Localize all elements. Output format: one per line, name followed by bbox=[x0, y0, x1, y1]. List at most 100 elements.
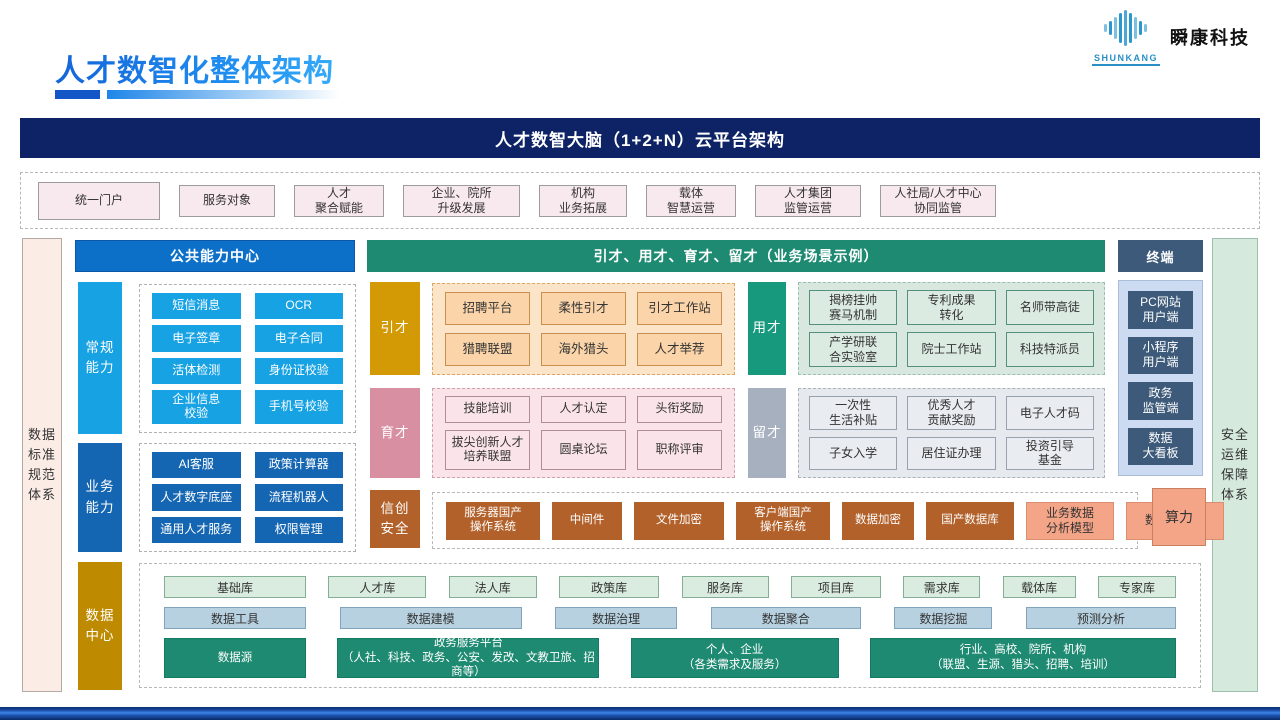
data-source-row: 数据源 政务服务平台 （人社、科技、政务、公安、发改、文教卫旅、招商等） 个人、… bbox=[164, 637, 1176, 678]
group-cultivate-talent: 技能培训 人才认定 头衔奖励 拔尖创新人才 培养联盟 圆桌论坛 职称评审 bbox=[432, 388, 735, 478]
scenario-item: 人才举荐 bbox=[637, 333, 722, 366]
database-item: 需求库 bbox=[903, 576, 981, 598]
capability-item: 通用人才服务 bbox=[152, 516, 241, 543]
header-scenario-examples: 引才、用才、育才、留才（业务场景示例） bbox=[367, 240, 1105, 272]
xinchuang-item: 业务数据 分析模型 bbox=[1026, 501, 1114, 540]
scenario-item: 揭榜挂帅 赛马机制 bbox=[809, 290, 898, 325]
data-source-item: 个人、企业 （各类需求及服务） bbox=[630, 638, 839, 678]
capability-item: 身份证校验 bbox=[254, 357, 343, 384]
service-box-org-expand: 机构 业务拓展 bbox=[539, 184, 627, 217]
scenario-item: 优秀人才 贡献奖励 bbox=[907, 396, 996, 430]
capability-item: 电子签章 bbox=[152, 325, 241, 352]
terminal-item: PC网站 用户端 bbox=[1128, 291, 1193, 329]
database-item: 服务库 bbox=[681, 576, 769, 598]
scenario-item: 院士工作站 bbox=[907, 332, 996, 367]
data-tool-item: 数据治理 bbox=[555, 607, 678, 629]
group-retain-talent: 一次性 生活补贴 优秀人才 贡献奖励 电子人才码 子女入学 居住证办理 投资引导… bbox=[798, 388, 1105, 478]
data-source-item: 行业、高校、院所、机构 （联盟、生源、猎头、招聘、培训） bbox=[869, 638, 1176, 678]
group-xinchuang-security: 服务器国产 操作系统 中间件 文件加密 客户端国产 操作系统 数据加密 国产数据… bbox=[432, 492, 1224, 549]
xinchuang-item: 客户端国产 操作系统 bbox=[736, 501, 830, 540]
scenario-item: 拔尖创新人才 培养联盟 bbox=[445, 429, 530, 470]
data-tool-item: 数据工具 bbox=[164, 607, 306, 629]
scenario-item: 一次性 生活补贴 bbox=[809, 396, 898, 430]
label-business-capability: 业务 能力 bbox=[78, 443, 122, 552]
service-box-enterprise-upgrade: 企业、院所 升级发展 bbox=[403, 184, 520, 217]
label-data-center: 数据 中心 bbox=[78, 562, 122, 690]
scenario-item: 电子人才码 bbox=[1005, 396, 1094, 430]
service-box-carrier-ops: 载体 智慧运营 bbox=[646, 184, 736, 217]
group-business-capability: AI客服 政策计算器 人才数字底座 流程机器人 通用人才服务 权限管理 bbox=[139, 443, 356, 552]
scenario-item: 头衔奖励 bbox=[637, 396, 722, 423]
data-tool-item: 数据挖掘 bbox=[894, 607, 993, 629]
scenario-item: 投资引导 基金 bbox=[1005, 436, 1094, 470]
page-title: 人才数智化整体架构 bbox=[55, 46, 334, 90]
xinchuang-item: 数据加密 bbox=[842, 501, 914, 540]
capability-item: 活体检测 bbox=[152, 357, 241, 384]
scenario-item: 柔性引才 bbox=[541, 292, 626, 325]
data-tool-item: 预测分析 bbox=[1025, 607, 1176, 629]
scenario-item: 子女入学 bbox=[809, 436, 898, 470]
group-attract-talent: 招聘平台 柔性引才 引才工作站 猎聘联盟 海外猎头 人才举荐 bbox=[432, 283, 735, 375]
scenario-item: 圆桌论坛 bbox=[541, 429, 626, 470]
data-source-item: 数据源 bbox=[164, 638, 306, 678]
service-box-group-supervision: 人才集团 监管运营 bbox=[755, 184, 861, 217]
bottom-gradient-bar bbox=[0, 707, 1280, 720]
xinchuang-item: 中间件 bbox=[552, 501, 622, 540]
terminal-panel: PC网站 用户端 小程序 用户端 政务 监管端 数据 大看板 bbox=[1118, 280, 1203, 476]
capability-item: 人才数字底座 bbox=[152, 484, 241, 511]
capability-item: 权限管理 bbox=[254, 516, 343, 543]
header-terminal: 终端 bbox=[1118, 240, 1203, 272]
scenario-item: 居住证办理 bbox=[907, 436, 996, 470]
scenario-item: 专利成果 转化 bbox=[907, 290, 996, 325]
capability-item: 政策计算器 bbox=[254, 452, 343, 479]
capability-item: 企业信息 校验 bbox=[152, 389, 241, 424]
database-item: 基础库 bbox=[164, 576, 306, 598]
terminal-item: 数据 大看板 bbox=[1128, 427, 1193, 465]
scenario-item: 职称评审 bbox=[637, 429, 722, 470]
logo-name-en: SHUNKANG bbox=[1092, 53, 1161, 66]
service-box-talent-empower: 人才 聚合赋能 bbox=[294, 184, 384, 217]
data-source-item: 政务服务平台 （人社、科技、政务、公安、发改、文教卫旅、招商等） bbox=[337, 637, 600, 678]
compute-power-box: 算力 bbox=[1152, 488, 1206, 546]
service-box-unified-portal: 统一门户 bbox=[38, 181, 160, 220]
soundwave-logo-icon bbox=[1102, 8, 1150, 53]
title-underline-gradient bbox=[107, 90, 352, 99]
service-box-bureau-supervision: 人社局/人才中心 协同监管 bbox=[880, 184, 996, 217]
capability-item: 短信消息 bbox=[152, 293, 241, 320]
group-regular-capability: 短信消息 OCR 电子签章 电子合同 活体检测 身份证校验 企业信息 校验 手机… bbox=[139, 284, 356, 433]
service-objects-row: 统一门户 服务对象 人才 聚合赋能 企业、院所 升级发展 机构 业务拓展 载体 … bbox=[20, 172, 1260, 229]
terminal-item: 小程序 用户端 bbox=[1128, 336, 1193, 374]
banner-title: 人才数智大脑（1+2+N）云平台架构 bbox=[20, 118, 1260, 158]
capability-item: AI客服 bbox=[152, 452, 241, 479]
xinchuang-item: 服务器国产 操作系统 bbox=[446, 501, 540, 540]
rail-security-ops-system: 安全 运维 保障 体系 bbox=[1212, 238, 1258, 692]
logo-name-cn: 瞬康科技 bbox=[1170, 28, 1251, 48]
scenario-item: 名师带高徒 bbox=[1005, 290, 1094, 325]
database-item: 法人库 bbox=[448, 576, 537, 598]
label-xinchuang-security: 信创 安全 bbox=[370, 490, 420, 548]
label-use-talent: 用才 bbox=[748, 282, 786, 375]
data-tool-item: 数据建模 bbox=[339, 607, 522, 629]
xinchuang-item: 文件加密 bbox=[634, 501, 724, 540]
scenario-item: 招聘平台 bbox=[445, 292, 530, 325]
header-capability-center: 公共能力中心 bbox=[75, 240, 355, 272]
database-row: 基础库 人才库 法人库 政策库 服务库 项目库 需求库 载体库 专家库 bbox=[164, 576, 1176, 598]
database-item: 人才库 bbox=[328, 576, 427, 598]
capability-item: 手机号校验 bbox=[254, 389, 343, 424]
database-item: 专家库 bbox=[1098, 576, 1176, 598]
rail-data-standard-system: 数据 标准 规范 体系 bbox=[22, 238, 62, 692]
service-box-service-objects: 服务对象 bbox=[179, 184, 275, 217]
data-tool-row: 数据工具 数据建模 数据治理 数据聚合 数据挖掘 预测分析 bbox=[164, 607, 1176, 629]
label-regular-capability: 常规 能力 bbox=[78, 282, 122, 434]
database-item: 政策库 bbox=[559, 576, 660, 598]
scenario-item: 产学研联 合实验室 bbox=[809, 332, 898, 367]
scenario-item: 猎聘联盟 bbox=[445, 333, 530, 366]
group-data-center: 基础库 人才库 法人库 政策库 服务库 项目库 需求库 载体库 专家库 数据工具… bbox=[139, 563, 1201, 688]
terminal-item: 政务 监管端 bbox=[1128, 382, 1193, 420]
label-cultivate-talent: 育才 bbox=[370, 388, 420, 478]
capability-item: OCR bbox=[254, 293, 343, 320]
scenario-item: 海外猎头 bbox=[541, 333, 626, 366]
label-retain-talent: 留才 bbox=[748, 388, 786, 478]
scenario-item: 引才工作站 bbox=[637, 292, 722, 325]
